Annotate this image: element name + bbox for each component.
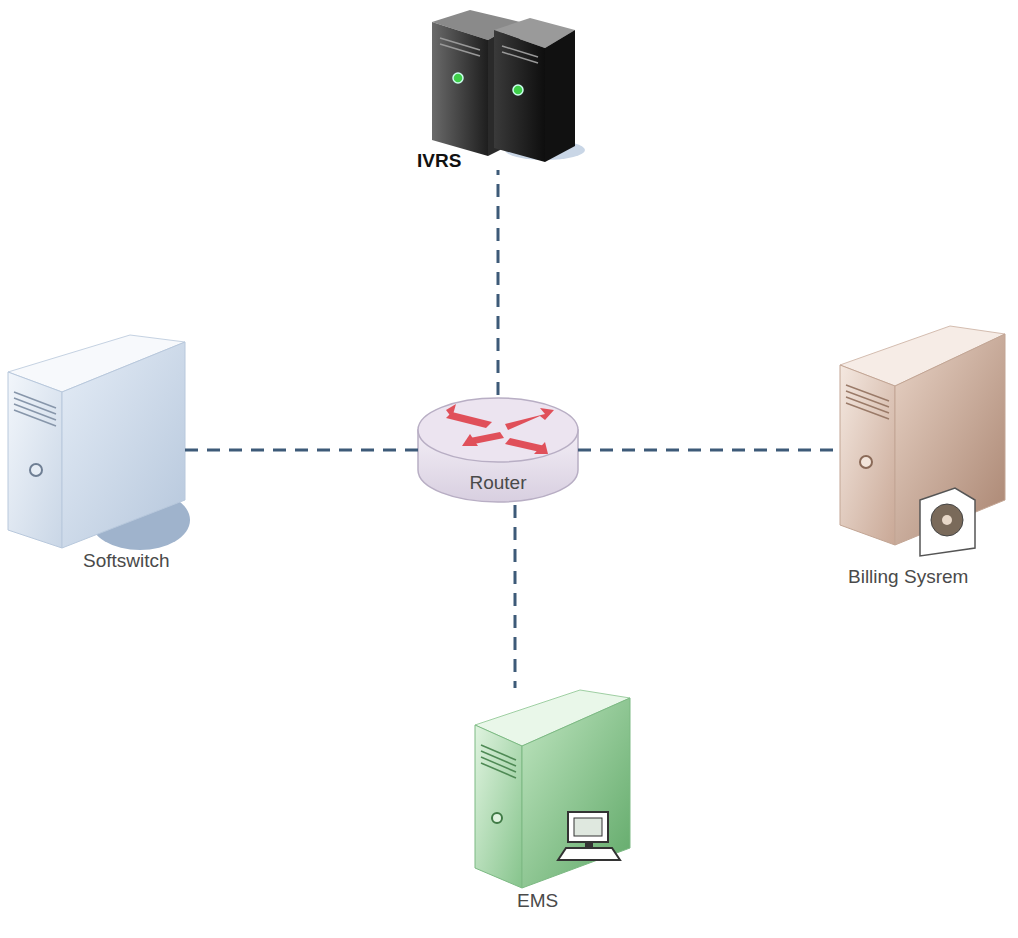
node-label: Router [467, 472, 528, 494]
node-label: EMS [515, 890, 560, 912]
dashed-link [497, 170, 500, 395]
server-node: Billing Sysrem [830, 320, 1010, 592]
server-node: Softswitch [5, 330, 195, 580]
node-label: Billing Sysrem [846, 566, 970, 588]
server-tower [475, 690, 630, 888]
server-tower [840, 326, 1005, 556]
dashed-link [578, 449, 835, 452]
server-node: EMS [465, 688, 635, 920]
server-pair [432, 10, 585, 162]
server-tower [8, 335, 190, 550]
dashed-link [514, 505, 517, 688]
router-symbol [418, 398, 578, 502]
dashed-link [185, 449, 418, 452]
router-node: Router [418, 395, 578, 505]
node-label: Softswitch [81, 550, 172, 572]
server-node: IVRS [415, 0, 580, 170]
node-label: IVRS [415, 150, 463, 172]
